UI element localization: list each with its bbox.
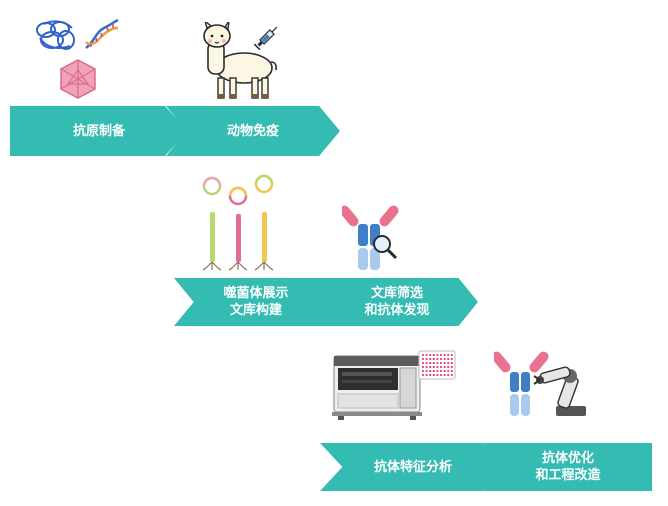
step-label: 文库筛选 bbox=[370, 286, 423, 301]
well-dot bbox=[439, 357, 443, 361]
well-dot bbox=[421, 361, 425, 365]
well-dot bbox=[425, 373, 428, 377]
well-dot bbox=[429, 365, 432, 369]
well-dot bbox=[450, 373, 453, 377]
well-dot bbox=[429, 373, 432, 377]
well-dot bbox=[436, 365, 439, 369]
step-label: 噬菌体展示 bbox=[223, 286, 289, 301]
well-dot bbox=[432, 357, 435, 361]
well-plate-icon bbox=[418, 350, 456, 380]
well-dot bbox=[436, 357, 439, 361]
well-dot bbox=[439, 365, 443, 369]
well-dot bbox=[432, 361, 435, 365]
well-dot bbox=[436, 373, 439, 377]
well-dot bbox=[443, 369, 446, 373]
well-dot bbox=[432, 369, 435, 373]
step-phage-display-library: 噬菌体展示 文库构建 bbox=[174, 278, 338, 326]
step-label-line2: 文库构建 bbox=[229, 303, 282, 318]
well-dot bbox=[421, 373, 425, 377]
step-label-line2: 和工程改造 bbox=[535, 468, 601, 483]
step-library-screening: 文库筛选 和抗体发现 bbox=[316, 278, 478, 326]
well-dot bbox=[439, 373, 443, 377]
well-dot bbox=[429, 353, 432, 357]
step-antibody-optimization: 抗体优化 和工程改造 bbox=[484, 443, 652, 491]
alpaca-icon bbox=[203, 22, 277, 99]
well-dot bbox=[436, 361, 439, 365]
well-dot bbox=[436, 369, 439, 373]
well-dot bbox=[432, 365, 435, 369]
well-dot bbox=[447, 357, 450, 361]
well-dot bbox=[432, 373, 435, 377]
well-dot bbox=[429, 357, 432, 361]
antibody-magnifier-icon bbox=[342, 205, 399, 270]
well-dot bbox=[450, 361, 453, 365]
well-dot bbox=[439, 369, 443, 373]
well-dot bbox=[443, 361, 446, 365]
well-dot bbox=[425, 361, 428, 365]
well-dot bbox=[421, 369, 425, 373]
well-dot bbox=[421, 357, 425, 361]
protein-coil-icon bbox=[36, 20, 75, 50]
well-dot bbox=[447, 373, 450, 377]
well-dot bbox=[425, 357, 428, 361]
well-dot bbox=[421, 353, 425, 357]
well-dot bbox=[450, 357, 453, 361]
well-dot bbox=[432, 353, 435, 357]
step-label-line2: 和抗体发现 bbox=[364, 303, 430, 318]
well-dot bbox=[436, 353, 439, 357]
step-label: 动物免疫 bbox=[226, 123, 279, 139]
phage-icon bbox=[202, 174, 274, 271]
virus-icon bbox=[60, 59, 96, 99]
antibody-robot-arm-icon bbox=[494, 351, 586, 416]
dna-helix-icon bbox=[85, 18, 119, 49]
step-label: 抗原制备 bbox=[72, 123, 125, 139]
well-dot bbox=[447, 353, 450, 357]
well-dot bbox=[439, 353, 443, 357]
well-dot bbox=[443, 365, 446, 369]
well-dot bbox=[425, 369, 428, 373]
syringe-icon bbox=[253, 26, 278, 51]
well-dot bbox=[450, 369, 453, 373]
well-dot bbox=[425, 353, 428, 357]
well-dot bbox=[443, 373, 446, 377]
step-animal-immunization: 动物免疫 bbox=[166, 106, 340, 156]
well-dot bbox=[447, 361, 450, 365]
well-dot bbox=[425, 365, 428, 369]
lab-instrument-icon bbox=[332, 355, 422, 420]
well-dot bbox=[443, 357, 446, 361]
step-label: 抗体优化 bbox=[541, 451, 594, 466]
well-dot bbox=[450, 365, 453, 369]
step-antigen-preparation: 抗原制备 bbox=[10, 106, 188, 156]
step-label: 抗体特征分析 bbox=[373, 459, 452, 475]
well-dot bbox=[443, 353, 446, 357]
well-dot bbox=[429, 369, 432, 373]
step-antibody-characterization: 抗体特征分析 bbox=[320, 443, 506, 491]
well-dot bbox=[439, 361, 443, 365]
well-dot bbox=[421, 365, 425, 369]
well-dot bbox=[450, 353, 453, 357]
well-dot bbox=[429, 361, 432, 365]
well-dot bbox=[447, 369, 450, 373]
well-dot bbox=[447, 365, 450, 369]
